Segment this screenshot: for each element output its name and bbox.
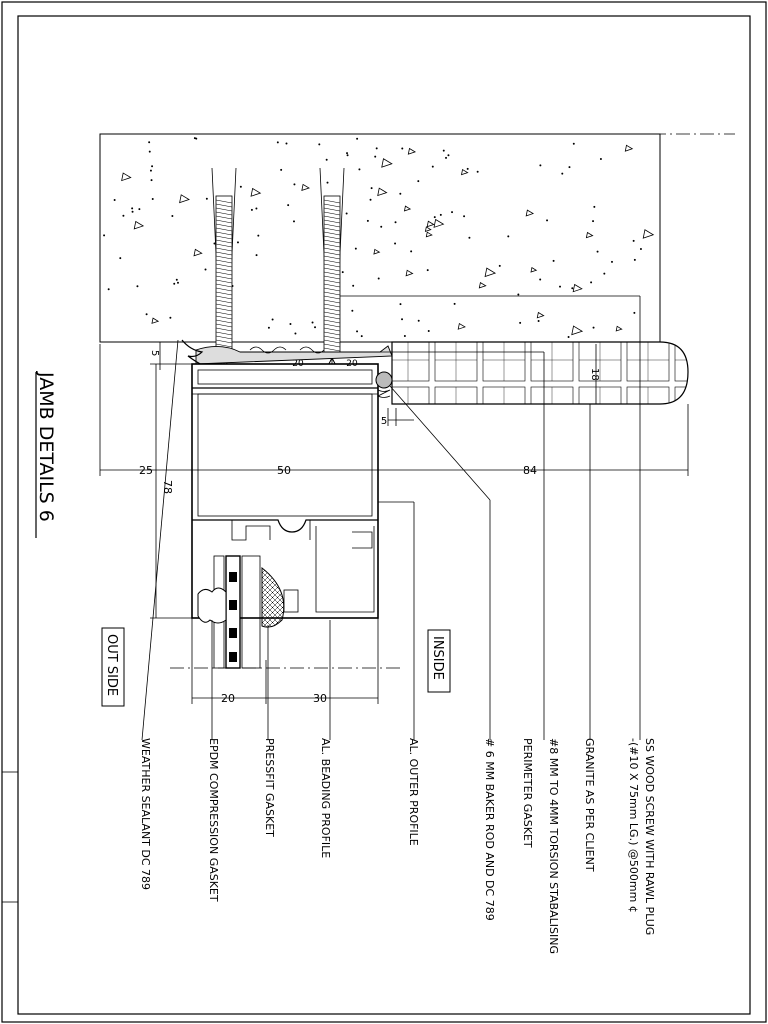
baker-rod [375, 371, 393, 398]
dim-84: 84 [523, 464, 537, 477]
dim-25: 25 [139, 464, 153, 477]
dim-5-right: 5 [381, 416, 387, 427]
outside-label: OUT SIDE [104, 634, 119, 696]
callout-granite: GRANITE AS PER CLIENT [583, 738, 596, 872]
callout-torsion-gasket: #8 MM TO 4MM TORSION STABALISING [547, 738, 560, 954]
perimeter-gasket [181, 339, 393, 367]
callout-weather-sealant: WEATHER SEALANT DC 789 [139, 738, 152, 890]
drawing-title: JAMB DETAILS 6 [35, 371, 57, 522]
inside-label-box: INSIDE [427, 629, 451, 693]
dim-5-top: 5 [149, 350, 160, 356]
dim-30: 30 [313, 692, 327, 705]
callout-outer-profile: AL. OUTER PROFILE [407, 738, 420, 846]
leader-lines [141, 295, 641, 741]
aluminium-outer-profile [191, 363, 379, 619]
dimension-lines [99, 342, 689, 704]
inside-label: INSIDE [430, 636, 445, 680]
outside-label-box: OUT SIDE [101, 627, 125, 707]
callout-wood-screw: SS WOOD SCREW WITH RAWL PLUG [643, 738, 656, 935]
callout-pressfit-gasket: PRESSFIT GASKET [263, 738, 276, 837]
concrete-wall [99, 133, 661, 343]
granite-cladding [391, 341, 689, 405]
callout-baker-rod: # 6 MM BAKER ROD AND DC 789 [483, 738, 496, 921]
callout-beading-profile: AL. BEADING PROFILE [319, 738, 332, 858]
dim-20: 20 [221, 692, 235, 705]
pressfit-gasket [261, 566, 285, 628]
callout-wood-screw-spec: -(#10 X 75mm LG.) @500mm ¢ [627, 738, 640, 913]
dim-50: 50 [277, 464, 291, 477]
dim-78: 78 [161, 480, 174, 494]
dim-20-a: 20 [292, 359, 304, 369]
dim-18: 18 [589, 368, 600, 381]
epdm-compression-gasket [197, 587, 227, 624]
dim-20-b: 20 [346, 359, 358, 369]
callout-perimeter-gasket: PERIMETER GASKET [521, 738, 534, 848]
callout-epdm-gasket: EPDM COMPRESSION GASKET [207, 738, 220, 902]
sheet-inner-border [17, 15, 751, 1015]
